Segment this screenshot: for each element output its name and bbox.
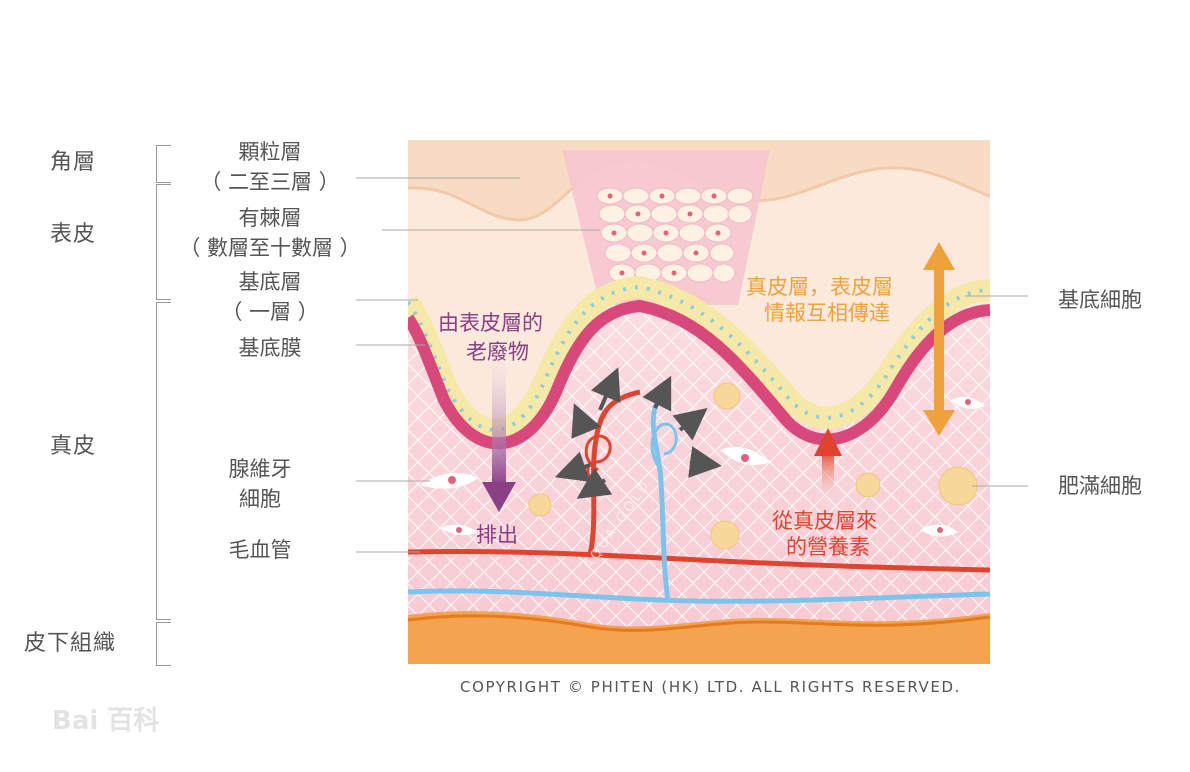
nutrient-annotation-line2: 的營養素 <box>786 535 870 559</box>
fibroblast-title: 腺維牙 <box>228 457 292 481</box>
capillary-vein-loop <box>650 398 671 601</box>
stratum-corneum-label: 角層 <box>50 150 97 175</box>
spinous-layer-title: 有棘層 <box>238 206 302 230</box>
basal-layer-title: 基底層 <box>238 270 302 294</box>
fibroblast-title-2: 細胞 <box>239 487 281 511</box>
epidermis-bracket <box>156 184 171 300</box>
fibroblast-cells <box>420 397 985 537</box>
spinous-cell-nuclei <box>607 193 721 276</box>
capillary-label: 毛血管 <box>228 538 292 562</box>
baidu-watermark: Bai 百科 <box>52 706 160 736</box>
excrete-annotation: 排出 <box>476 523 518 547</box>
spinous-layer-label: 有棘層 （ 數層至十數層 ） <box>165 203 375 263</box>
exchange-double-arrow <box>923 242 955 436</box>
basement-membrane <box>408 299 990 450</box>
vein-vessel <box>408 588 990 604</box>
granular-layer-count: （ 二至三層 ） <box>200 170 340 194</box>
basal-cell-row <box>408 275 990 441</box>
waste-annotation-line1: 由表皮層的 <box>438 311 543 335</box>
basal-cell-label: 基底細胞 <box>1058 288 1142 312</box>
nutrient-annotation-line1: 從真皮層來 <box>772 509 877 533</box>
mast-cells <box>528 382 978 550</box>
subcutaneous-bracket <box>156 622 171 666</box>
basal-layer-count: （ 一層 ） <box>221 300 319 324</box>
subcutaneous-label: 皮下組織 <box>24 631 117 656</box>
nutrient-arrow-shaft <box>822 450 834 510</box>
granular-layer-label: 顆粒層 （ 二至三層 ） <box>190 137 350 197</box>
artery-vessel <box>408 549 990 573</box>
nutrient-arrow-head <box>814 428 842 456</box>
granular-layer-title: 顆粒層 <box>238 140 302 164</box>
basal-layer-label: 基底層 （ 一層 ） <box>210 267 330 327</box>
leader-lines <box>356 177 1028 553</box>
exchange-annotation-line1: 真皮層，表皮層 <box>746 275 893 299</box>
dermis-bracket <box>156 302 171 620</box>
fibroblast-label: 腺維牙 細胞 <box>210 454 310 514</box>
fat-cell-label: 肥滿細胞 <box>1058 474 1142 498</box>
waste-arrow-shaft <box>492 336 506 486</box>
waste-arrow-head <box>482 482 516 512</box>
basement-membrane-label: 基底膜 <box>238 336 302 360</box>
spinous-layer-count: （ 數層至十數層 ） <box>179 236 361 260</box>
exchange-annotation-line2: 情報互相傳達 <box>764 301 890 325</box>
stratum-corneum-bracket <box>156 145 171 183</box>
copyright-notice: COPYRIGHT © PHITEN (HK) LTD. ALL RIGHTS … <box>460 678 962 696</box>
dermis-label: 真皮 <box>50 434 97 459</box>
epidermis-label: 表皮 <box>50 222 97 247</box>
waste-annotation-line2: 老廢物 <box>466 340 529 364</box>
exchange-small-arrows <box>554 367 722 499</box>
